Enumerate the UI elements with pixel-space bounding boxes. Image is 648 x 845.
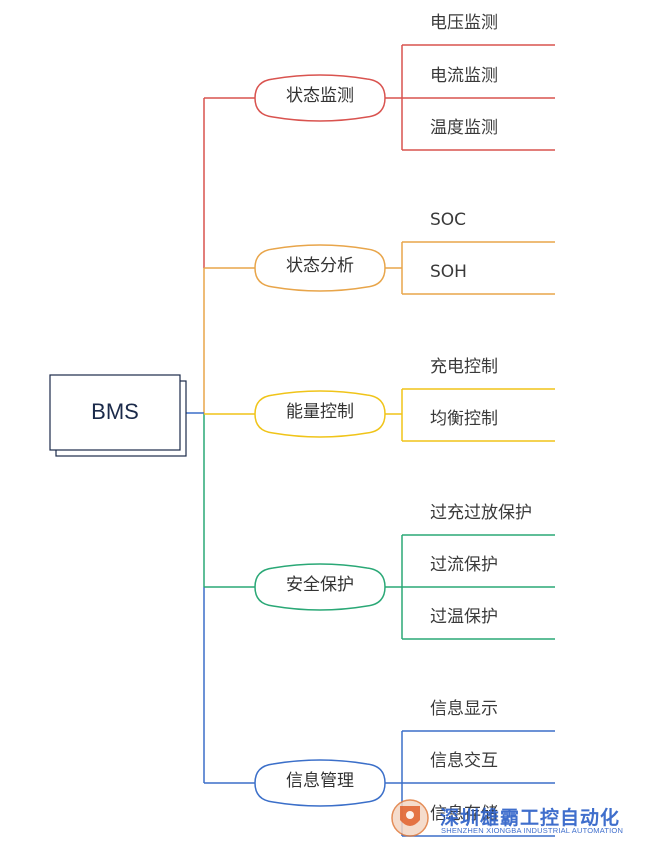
leaf-label: 电流监测 xyxy=(430,66,498,86)
branch-node xyxy=(254,390,386,438)
branch-label: 安全保护 xyxy=(286,575,354,595)
branch-node xyxy=(254,759,386,807)
leaf-label: SOC xyxy=(430,210,467,230)
leaf-label: 温度监测 xyxy=(430,118,498,138)
shield-logo-icon xyxy=(391,799,429,837)
leaf-label: 信息显示 xyxy=(430,699,498,719)
watermark-subtext: SHENZHEN XIONGBA INDUSTRIAL AUTOMATION xyxy=(441,826,624,835)
branch-label: 状态监测 xyxy=(286,86,354,106)
leaf-label: 信息存储 xyxy=(430,804,498,824)
leaf-label: 过流保护 xyxy=(430,555,498,575)
branch-label: 信息管理 xyxy=(286,771,354,791)
root-label: BMS xyxy=(91,399,139,424)
root-node xyxy=(49,374,181,451)
branch-node xyxy=(254,563,386,611)
watermark-text: 深圳雄霸工控自动化 xyxy=(440,807,621,829)
leaf-label: 信息交互 xyxy=(430,751,498,771)
branch-label: 能量控制 xyxy=(286,402,354,422)
leaf-label: 充电控制 xyxy=(430,357,498,377)
leaf-label: SOH xyxy=(430,262,467,282)
leaf-label: 电压监测 xyxy=(430,13,498,33)
leaf-label: 过温保护 xyxy=(430,607,498,627)
branch-node xyxy=(254,74,386,122)
branch-label: 状态分析 xyxy=(286,256,354,276)
leaf-label: 均衡控制 xyxy=(430,409,498,429)
leaf-label: 过充过放保护 xyxy=(430,503,532,523)
branch-node xyxy=(254,244,386,292)
